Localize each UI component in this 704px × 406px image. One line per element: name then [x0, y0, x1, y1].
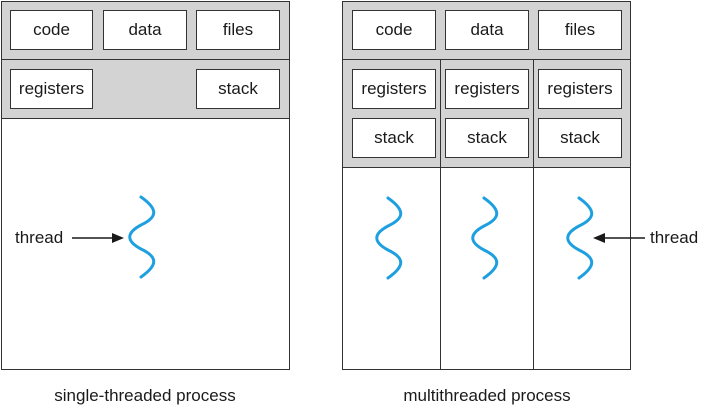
single-thread-squiggle-icon [128, 195, 156, 279]
multi-thread-squiggle-icon [471, 196, 499, 280]
multi-thread-squiggle-icon [375, 196, 403, 280]
multi-files-box: files [538, 10, 622, 50]
single-stack-box: stack [196, 69, 280, 109]
single-caption: single-threaded process [54, 386, 236, 405]
multi-column-divider [440, 60, 441, 370]
multi-thread-squiggle-icon [566, 196, 594, 280]
single-registers-box: registers [10, 69, 93, 109]
multi-thread-arrow-icon [593, 233, 645, 243]
multi-code-box: code [352, 10, 436, 50]
multi-stack-box: stack [445, 118, 529, 158]
multi-registers-box: registers [538, 69, 622, 109]
multi-column-divider [533, 60, 534, 370]
multi-registers-box: registers [445, 69, 529, 109]
single-data-box: data [103, 10, 187, 50]
multi-stack-box: stack [538, 118, 622, 158]
single-thread-label: thread [15, 228, 64, 247]
multi-stack-box: stack [352, 118, 436, 158]
multi-registers-box: registers [352, 69, 436, 109]
single-thread-arrow-icon [72, 233, 124, 243]
single-code-box: code [10, 10, 93, 50]
single-files-box: files [196, 10, 280, 50]
multi-caption: multithreaded process [403, 386, 571, 405]
multi-data-box: data [445, 10, 529, 50]
multi-thread-label: thread [650, 228, 699, 247]
